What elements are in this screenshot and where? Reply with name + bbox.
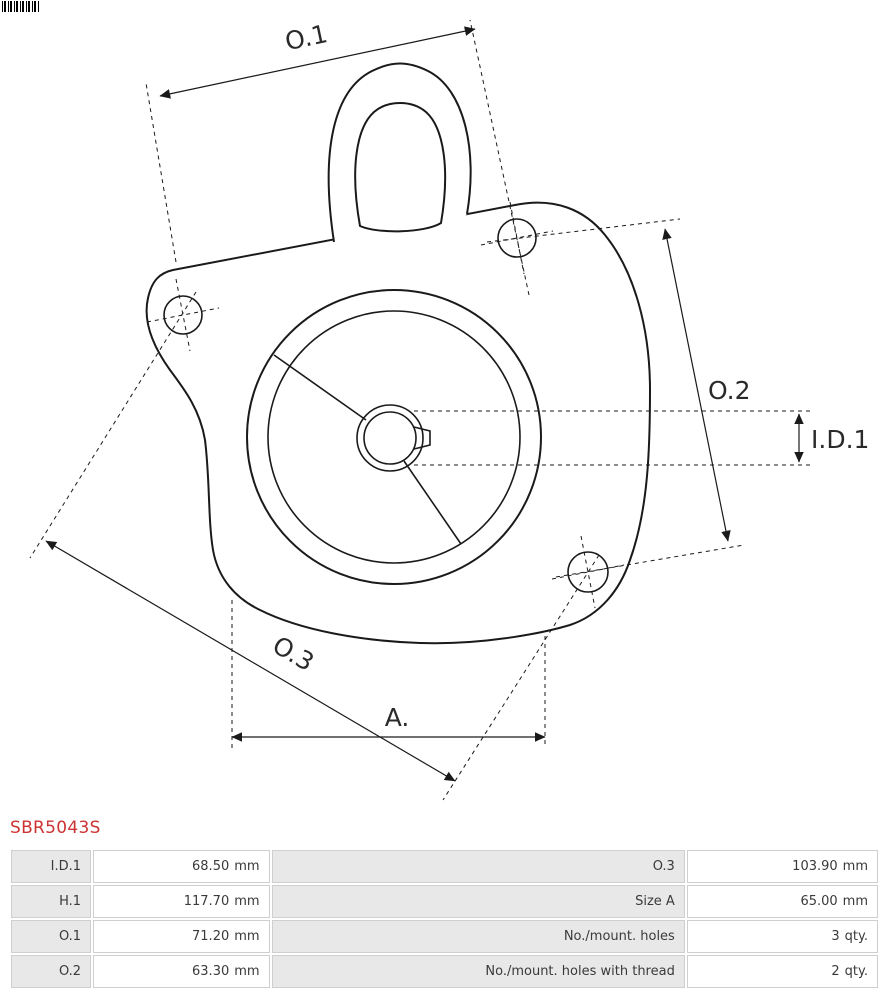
- dim-label-o2: O.2: [708, 376, 751, 405]
- dimension-a: A.: [231, 600, 546, 748]
- technical-drawing: O.1 O.2 I.D.1 O.3: [29, 19, 869, 801]
- dim-label-o3: O.3: [268, 630, 319, 677]
- mounting-hole-top: [480, 201, 554, 275]
- technical-drawing-area: O.1 O.2 I.D.1 O.3: [29, 19, 869, 801]
- dim-label-id1: I.D.1: [811, 425, 869, 454]
- dimension-id1: I.D.1: [414, 410, 869, 466]
- dim-label-o1: O.1: [282, 19, 330, 56]
- flange-outline: [145, 201, 651, 645]
- spec-label: H.1: [11, 885, 92, 918]
- spec-label: I.D.1: [11, 850, 92, 883]
- center-hub: [356, 404, 431, 472]
- spec-label: O.3: [271, 850, 685, 883]
- spec-label: O.2: [11, 955, 92, 988]
- part-number: SBR5043S: [10, 818, 101, 838]
- dimension-o1: O.1: [145, 19, 530, 296]
- mounting-hole-left: [146, 278, 220, 352]
- spec-label: No./mount. holes with thread: [271, 955, 685, 988]
- dimension-o2: O.2: [486, 218, 751, 578]
- top-loop: [327, 62, 472, 249]
- spec-label: Size A: [271, 885, 685, 918]
- dim-label-a: A.: [385, 703, 410, 732]
- barcode-icon: [2, 1, 40, 12]
- spec-label: O.1: [11, 920, 92, 953]
- mounting-hole-bottom-right: [551, 535, 625, 609]
- spec-label: No./mount. holes: [271, 920, 685, 953]
